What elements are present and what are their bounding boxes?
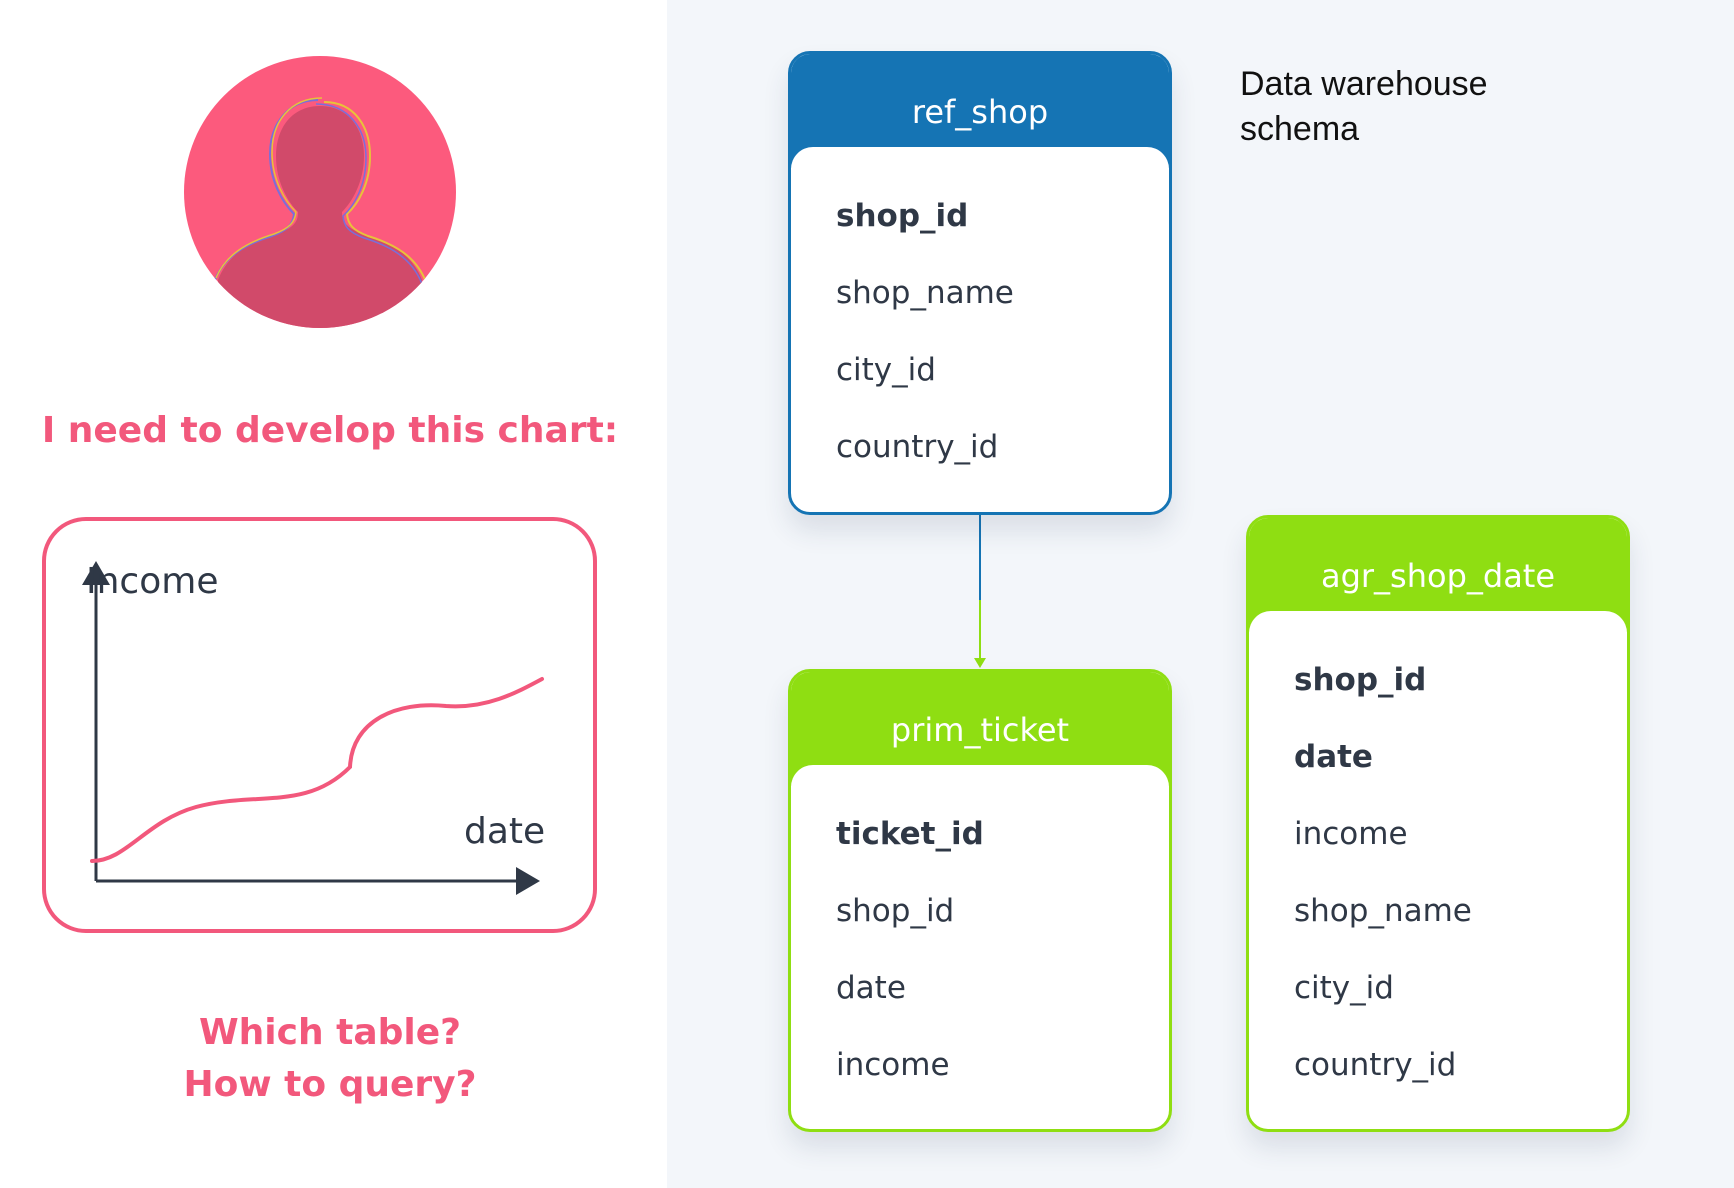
table-fields-prim-ticket: ticket_id shop_id date income (791, 786, 1169, 1112)
field-date: date (1294, 739, 1373, 775)
field-income: income (1294, 816, 1408, 852)
table-fields-ref-shop: shop_id shop_name city_id country_id (791, 168, 1169, 494)
question-which-table: Which table? (198, 1012, 462, 1053)
table-agr-shop-date[interactable]: agr_shop_date shop_id date income shop_n… (1246, 515, 1630, 1132)
question-how-to-query: How to query? (183, 1064, 477, 1105)
field-city-id: city_id (836, 352, 936, 388)
field-income: income (836, 1047, 950, 1083)
field-ticket-id: ticket_id (836, 816, 984, 852)
field-city-id: city_id (1294, 970, 1394, 1006)
table-prim-ticket[interactable]: prim_ticket ticket_id shop_id date incom… (788, 669, 1172, 1132)
x-axis-label: date (464, 811, 546, 852)
user-avatar-icon (184, 56, 456, 328)
table-header-ref-shop: ref_shop (791, 54, 1169, 169)
field-country-id: country_id (836, 429, 999, 465)
field-date: date (836, 970, 906, 1006)
y-axis-arrow (82, 561, 110, 585)
schema-title-line-1: Data warehouse (1240, 65, 1488, 103)
income-curve-chart (82, 561, 544, 895)
table-header-prim-ticket: prim_ticket (791, 672, 1169, 787)
table-header-agr-shop-date: agr_shop_date (1249, 518, 1627, 633)
field-shop-id: shop_id (836, 198, 969, 234)
x-axis-arrow (516, 867, 540, 895)
schema-title: Data warehouse schema (1240, 62, 1488, 152)
income-curve (90, 677, 544, 863)
schema-title-line-2: schema (1240, 110, 1360, 148)
field-shop-id: shop_id (836, 893, 955, 929)
prompt-text: I need to develop this chart: (41, 410, 619, 451)
table-fields-agr-shop-date: shop_id date income shop_name city_id co… (1249, 632, 1627, 1112)
table-ref-shop[interactable]: ref_shop shop_id shop_name city_id count… (788, 51, 1172, 515)
left-panel: I need to develop this chart: Income dat… (0, 0, 667, 1188)
field-shop-name: shop_name (1294, 893, 1472, 929)
field-country-id: country_id (1294, 1047, 1457, 1083)
field-shop-name: shop_name (836, 275, 1014, 311)
chart-sketch: Income date (42, 517, 597, 933)
y-axis-label: Income (86, 561, 219, 602)
field-shop-id: shop_id (1294, 662, 1427, 698)
